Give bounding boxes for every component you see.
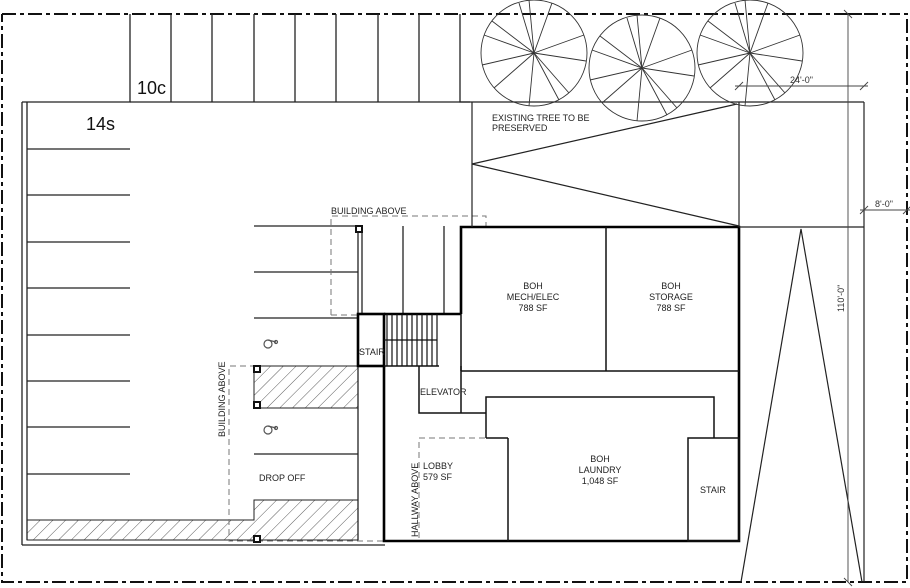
elevator-label: ELEVATOR (420, 387, 467, 397)
accessible-parking-icon (263, 425, 279, 435)
room-storage[interactable]: BOH STORAGE 788 SF (649, 281, 693, 313)
room-laundry[interactable]: BOH LAUNDRY 1,048 SF (579, 454, 622, 486)
parking-compact-label: 10c (137, 78, 166, 98)
stair-treads[interactable] (384, 314, 438, 366)
dimension-length: 110'-0" (836, 285, 846, 312)
room-area: 1,048 SF (582, 476, 619, 486)
dimension-width: 24'-0" (790, 75, 813, 85)
drop-off-label: DROP OFF (259, 473, 306, 483)
room-name: BOH (590, 454, 610, 464)
stair-label: STAIR (359, 347, 385, 357)
room-name: BOH (523, 281, 543, 291)
room-area: 579 SF (423, 472, 453, 482)
room-area: 788 SF (518, 303, 548, 313)
tree-symbol (480, 0, 804, 122)
room-subname: LAUNDRY (579, 465, 622, 475)
interior-walls (384, 227, 740, 542)
room-area: 788 SF (656, 303, 686, 313)
property-line (1, 13, 908, 583)
accessible-parking-icon (263, 339, 279, 349)
room-name: BOH (661, 281, 681, 291)
stair-label-2: STAIR (700, 485, 726, 495)
room-mech-elec[interactable]: BOH MECH/ELEC 788 SF (507, 281, 560, 313)
hallway-above-label: HALLWAY ABOVE (410, 463, 420, 537)
hatched-zones (26, 365, 359, 541)
landscape-area (471, 101, 865, 583)
room-lobby[interactable]: LOBBY 579 SF (423, 461, 453, 482)
dimension-lines (734, 9, 910, 587)
building-above-label: BUILDING ABOVE (331, 206, 407, 216)
dimension-setback: 8'-0" (875, 199, 893, 209)
parking-standard-label: 14s (86, 114, 115, 134)
room-subname: MECH/ELEC (507, 292, 560, 302)
building-above-label-left: BUILDING ABOVE (217, 361, 227, 437)
parking-area (21, 14, 472, 546)
existing-tree-label-2: PRESERVED (492, 123, 548, 133)
room-subname: STORAGE (649, 292, 693, 302)
column-marker (253, 225, 363, 543)
existing-tree-label: EXISTING TREE TO BE (492, 113, 590, 123)
building-above-outline (228, 215, 508, 542)
room-name: LOBBY (423, 461, 453, 471)
